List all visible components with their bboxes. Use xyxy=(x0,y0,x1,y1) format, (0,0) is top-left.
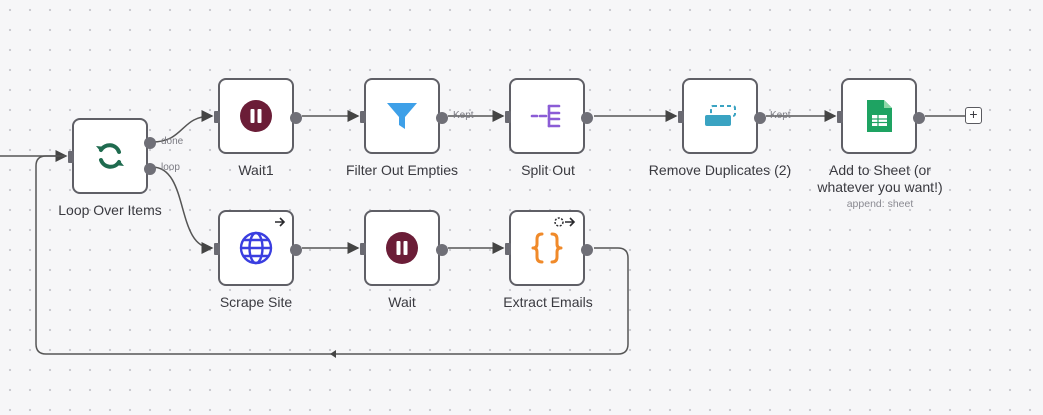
loop-output-indicator-icon xyxy=(554,217,576,227)
output-handle[interactable] xyxy=(290,244,302,256)
loop-arrows-icon xyxy=(96,143,124,169)
edge-done-to-wait1 xyxy=(151,110,214,143)
input-handle[interactable] xyxy=(678,111,684,123)
node-label-split-out: Split Out xyxy=(521,162,575,178)
input-handle[interactable] xyxy=(837,111,843,123)
input-handle[interactable] xyxy=(214,243,220,255)
node-split-out[interactable] xyxy=(505,78,593,154)
input-handle[interactable] xyxy=(214,111,220,123)
node-label-filter-out-empties: Filter Out Empties xyxy=(345,162,459,178)
input-handle[interactable] xyxy=(505,243,511,255)
google-sheets-icon xyxy=(867,100,892,132)
node-wait1[interactable] xyxy=(214,78,302,154)
edge-label-done: done xyxy=(161,136,184,147)
edge-loop-to-scrape xyxy=(151,166,214,254)
output-handle-kept[interactable] xyxy=(754,112,766,124)
globe-icon xyxy=(239,231,273,265)
node-label-wait: Wait xyxy=(388,294,416,310)
node-scrape-site[interactable] xyxy=(214,210,302,286)
node-sublabel-add-to-sheet: append: sheet xyxy=(846,198,914,210)
node-extract-emails[interactable] xyxy=(505,210,593,286)
output-handle[interactable] xyxy=(581,244,593,256)
node-label-wait1: Wait1 xyxy=(238,162,274,178)
node-label-scrape-site: Scrape Site xyxy=(219,294,293,310)
output-handle-done[interactable] xyxy=(144,137,156,149)
node-filter-out-empties[interactable] xyxy=(360,78,448,154)
node-loop-over-items[interactable] xyxy=(68,118,156,194)
remove-duplicates-icon xyxy=(705,105,736,126)
node-label-loop-over-items: Loop Over Items xyxy=(58,202,162,218)
node-label-extract-emails: Extract Emails xyxy=(503,294,593,310)
output-handle-loop[interactable] xyxy=(144,163,156,175)
pause-icon xyxy=(240,100,272,132)
filter-funnel-icon xyxy=(387,103,417,129)
code-braces-icon xyxy=(531,232,563,264)
node-remove-duplicates[interactable] xyxy=(678,78,766,154)
output-handle[interactable] xyxy=(436,244,448,256)
node-add-to-sheet[interactable] xyxy=(837,78,925,154)
output-handle-kept[interactable] xyxy=(436,112,448,124)
node-label-add-to-sheet-line1: Add to Sheet (or xyxy=(829,162,931,178)
input-handle[interactable] xyxy=(360,243,366,255)
add-node-button[interactable]: + xyxy=(965,107,982,124)
input-handle[interactable] xyxy=(505,111,511,123)
edge-label-kept-filter: Kept xyxy=(453,110,474,121)
output-handle[interactable] xyxy=(913,112,925,124)
pause-icon xyxy=(386,232,418,264)
back-edge-arrow xyxy=(330,350,336,358)
node-wait[interactable] xyxy=(360,210,448,286)
node-label-remove-duplicates: Remove Duplicates (2) xyxy=(648,162,792,178)
output-handle[interactable] xyxy=(581,112,593,124)
split-out-icon xyxy=(530,104,561,128)
edge-label-loop: loop xyxy=(161,162,180,173)
input-handle[interactable] xyxy=(360,111,366,123)
arrow-right-icon xyxy=(275,217,286,227)
output-handle[interactable] xyxy=(290,112,302,124)
edge-label-kept-dedupe: Kept xyxy=(770,110,791,121)
node-label-add-to-sheet-line2: whatever you want!) xyxy=(817,179,943,195)
input-handle[interactable] xyxy=(68,151,74,163)
